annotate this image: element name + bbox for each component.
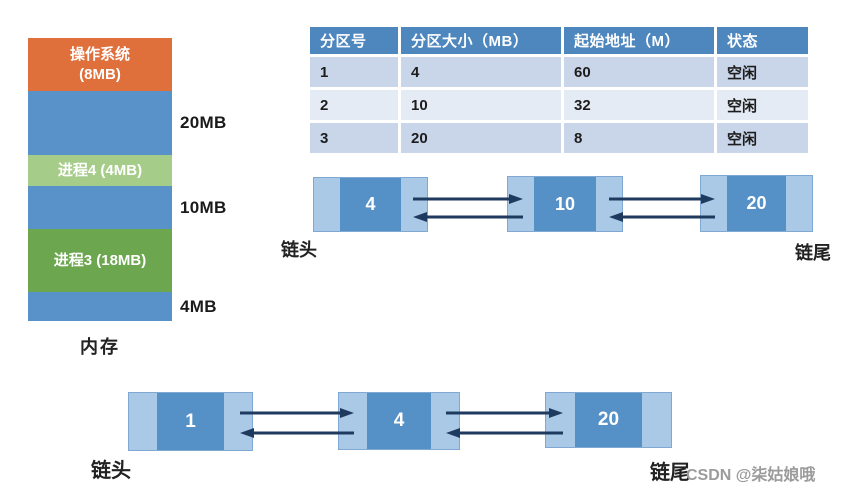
node-value: 4 [366, 393, 432, 449]
node-value: 20 [726, 176, 787, 231]
node-prev-pointer-cell [129, 393, 158, 450]
node-prev-pointer-cell [701, 176, 727, 231]
table-cell: 10 [401, 90, 561, 120]
free-chain-node-20: 20 [700, 175, 813, 232]
table-cell: 1 [310, 57, 398, 87]
node-next-pointer-cell [223, 393, 252, 450]
table-cell: 60 [564, 57, 714, 87]
bottom-chain-node-1: 1 [128, 392, 253, 451]
node-next-pointer-cell [595, 177, 622, 231]
bottom-chain-node-20: 20 [545, 392, 672, 448]
node-prev-pointer-cell [508, 177, 535, 231]
chain-tail-label-bottom: 链尾 [650, 462, 690, 484]
double-arrow-icon [240, 408, 354, 438]
memory-column: 操作系统 (8MB) 进程4 (4MB) 进程3 (18MB) [28, 38, 172, 321]
table-cell: 空闲 [717, 90, 808, 120]
chain-tail-label-top: 链尾 [795, 243, 831, 263]
chain-head-label-bottom: 链头 [91, 460, 131, 482]
memory-block-process3: 进程3 (18MB) [28, 229, 172, 292]
node-next-pointer-cell [642, 393, 671, 447]
csdn-watermark: CSDN @柒姑娘哦 [686, 467, 816, 484]
free-size-label-10mb: 10MB [180, 198, 227, 217]
node-value: 10 [534, 177, 596, 231]
table-header-partition-no: 分区号 [310, 27, 398, 54]
memory-block-process4: 进程4 (4MB) [28, 155, 172, 186]
partition-table: 分区号 分区大小（MB） 起始地址（M） 状态 1 4 60 空闲 2 10 3… [310, 27, 808, 153]
memory-block-os: 操作系统 (8MB) [28, 38, 172, 91]
free-size-label-20mb: 20MB [180, 113, 227, 132]
free-chain-node-4: 4 [313, 177, 428, 232]
bottom-chain-node-4: 4 [338, 392, 460, 450]
table-cell: 20 [401, 123, 561, 153]
table-header-start-address: 起始地址（M） [564, 27, 714, 54]
node-prev-pointer-cell [546, 393, 575, 447]
double-arrow-icon [609, 194, 715, 222]
table-cell: 4 [401, 57, 561, 87]
node-value: 20 [574, 393, 643, 447]
memory-block-os-label-line2: (8MB) [79, 65, 121, 83]
node-prev-pointer-cell [314, 178, 340, 231]
chain-head-label-top: 链头 [281, 240, 317, 260]
table-cell: 3 [310, 123, 398, 153]
node-next-pointer-cell [431, 393, 459, 449]
memory-block-free-4mb [28, 292, 172, 321]
table-header-status: 状态 [717, 27, 808, 54]
memory-block-free-20mb [28, 91, 172, 155]
node-value: 1 [157, 393, 224, 450]
table-cell: 2 [310, 90, 398, 120]
memory-block-process3-label: 进程3 (18MB) [53, 251, 147, 269]
table-cell: 8 [564, 123, 714, 153]
node-next-pointer-cell [401, 178, 427, 231]
memory-block-free-10mb [28, 186, 172, 229]
node-next-pointer-cell [786, 176, 812, 231]
table-cell: 32 [564, 90, 714, 120]
memory-caption: 内存 [80, 337, 120, 357]
table-cell: 空闲 [717, 57, 808, 87]
table-cell: 空闲 [717, 123, 808, 153]
double-arrow-icon [413, 194, 523, 222]
free-size-label-4mb: 4MB [180, 297, 217, 316]
table-header-partition-size: 分区大小（MB） [401, 27, 561, 54]
free-chain-node-10: 10 [507, 176, 623, 232]
node-value: 4 [339, 178, 402, 231]
node-prev-pointer-cell [339, 393, 367, 449]
memory-block-os-label-line1: 操作系统 [69, 46, 130, 63]
memory-block-process4-label: 进程4 (4MB) [57, 161, 143, 179]
double-arrow-icon [446, 408, 563, 438]
